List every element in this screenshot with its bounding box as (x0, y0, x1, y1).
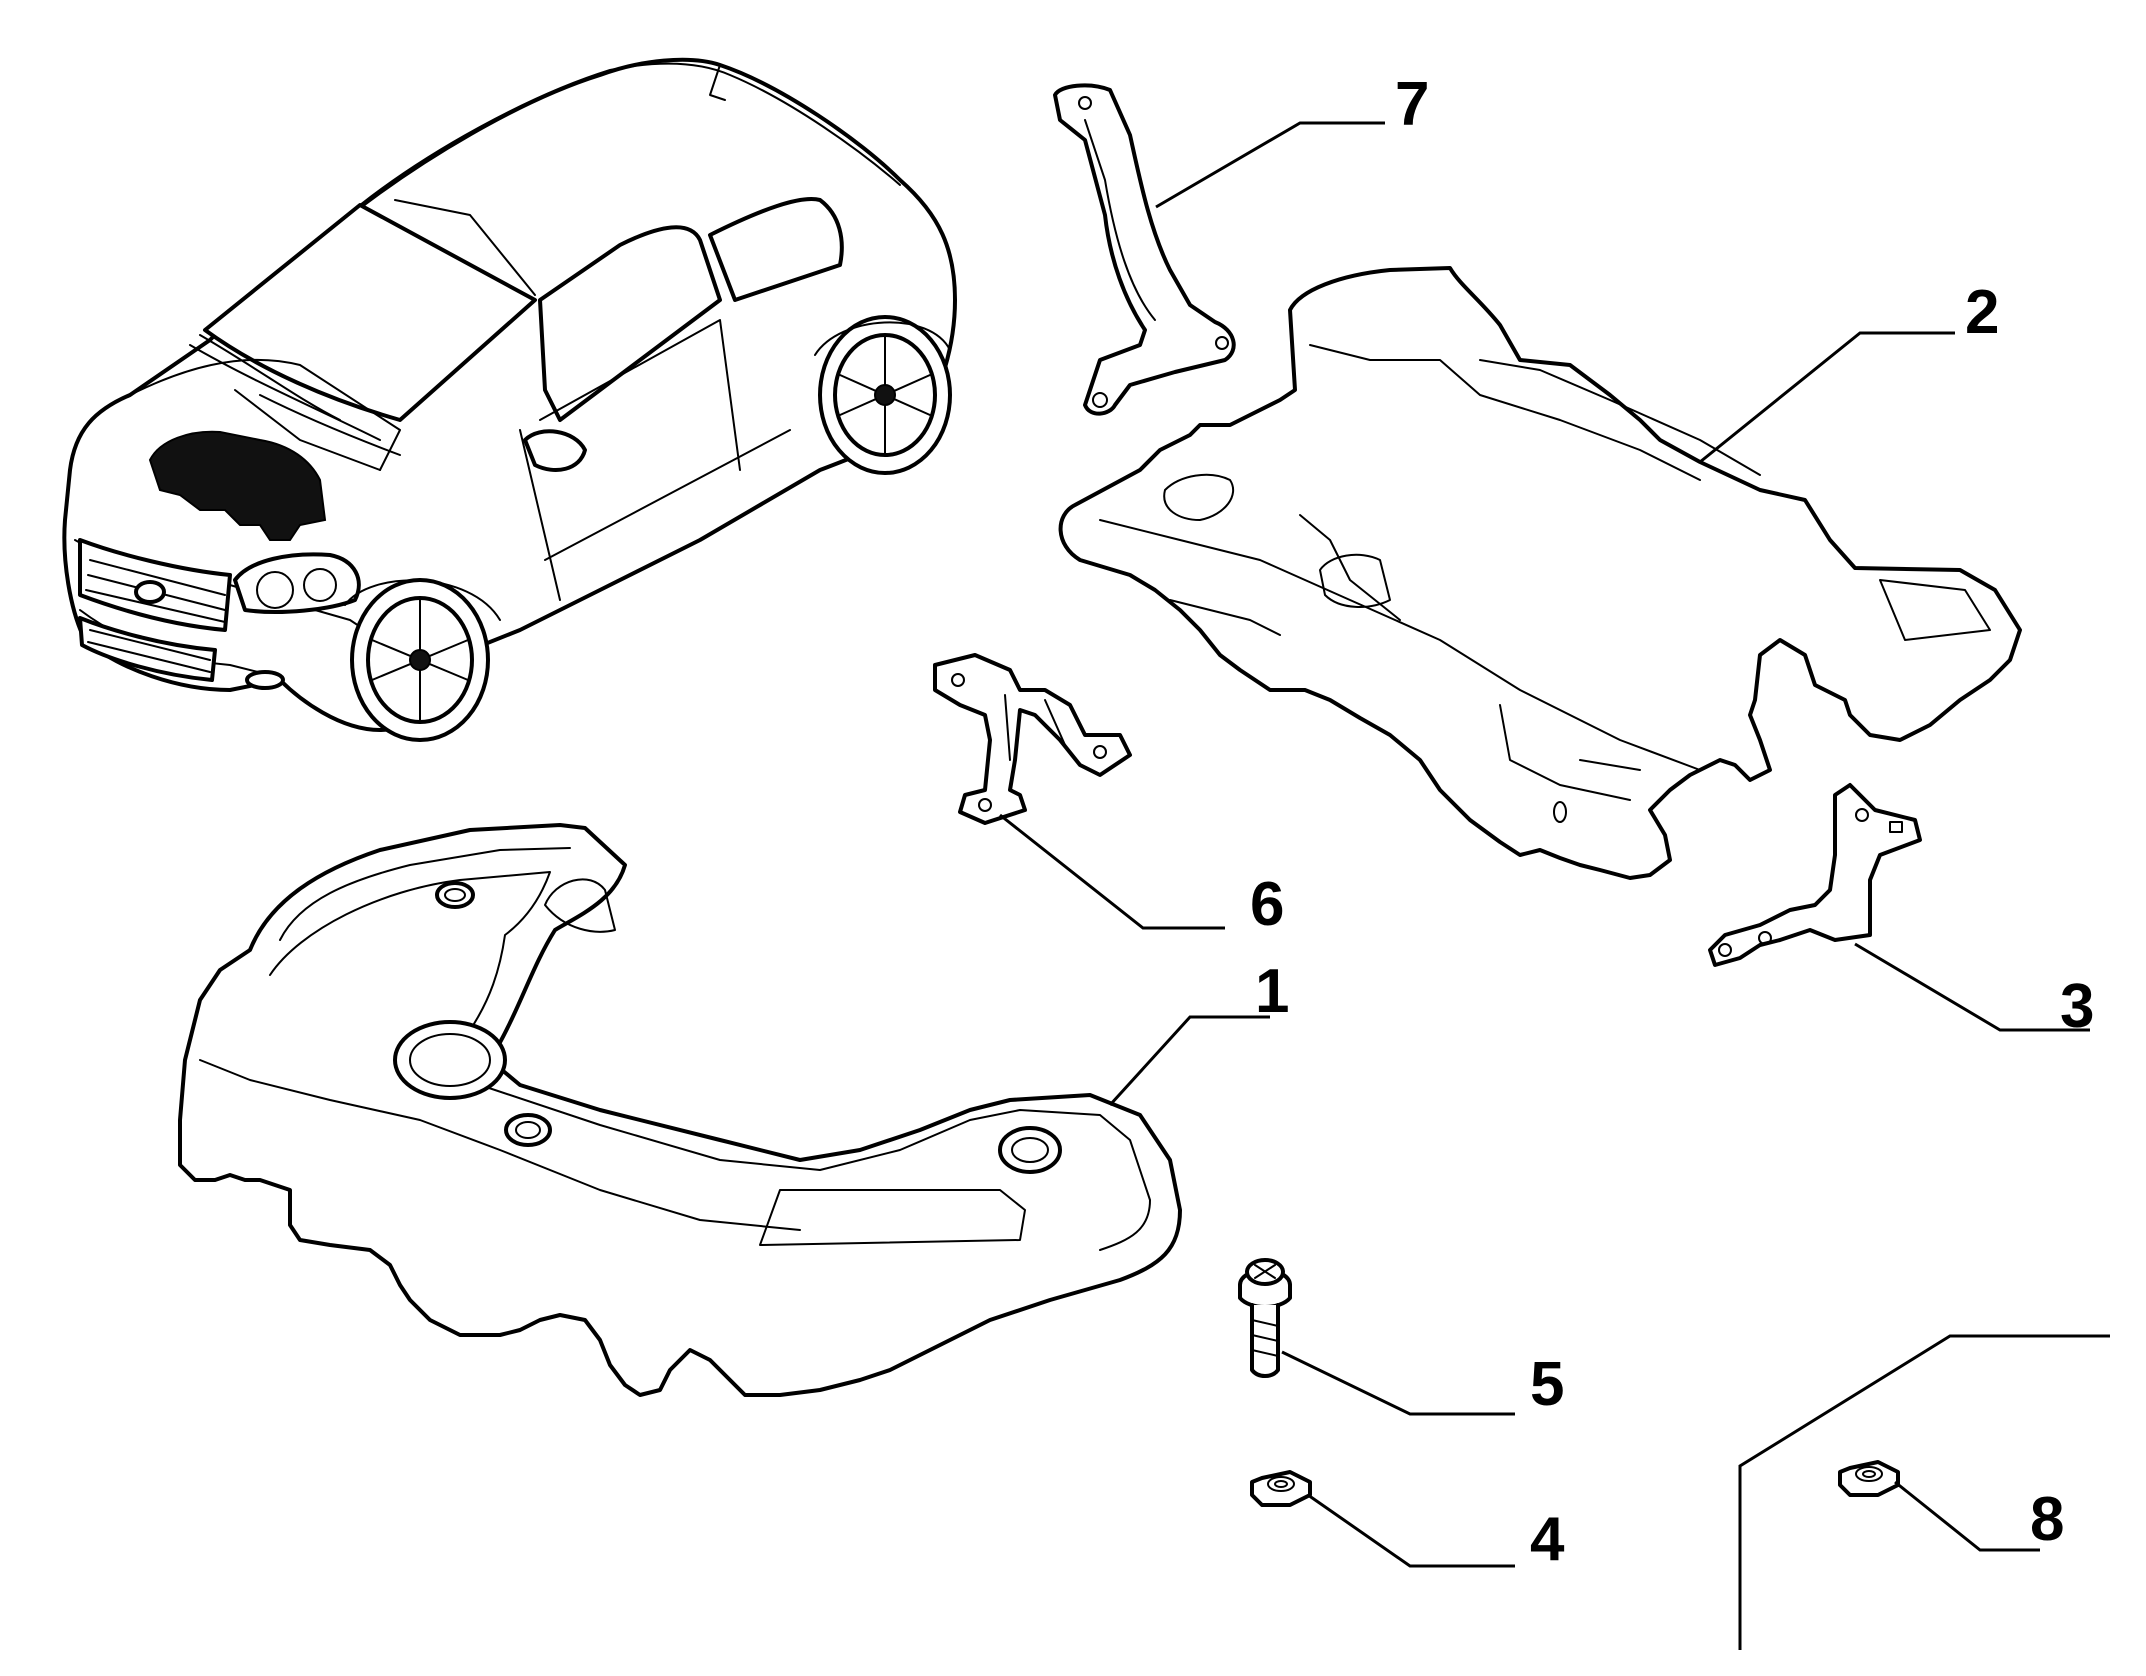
part-6-u-bracket (933, 653, 1132, 825)
callout-2: 2 (1965, 278, 1999, 347)
part-2-heat-shield (1058, 266, 2022, 880)
callout-6: 6 (1250, 870, 1284, 939)
part-7-curved-bracket (1053, 83, 1236, 416)
part-3-small-bracket (1708, 783, 1922, 967)
callout-1: 1 (1255, 957, 1289, 1026)
leader-line-6 (999, 813, 1225, 930)
callout-3: 3 (2060, 972, 2094, 1041)
car-illustration (62, 57, 957, 742)
part-8-nut (1838, 1460, 1900, 1497)
callout-5: 5 (1530, 1350, 1564, 1419)
leader-line-5 (1281, 1350, 1515, 1416)
part-5-bolt (1238, 1258, 1292, 1378)
leader-line-2 (1699, 331, 1955, 464)
section-separator (1738, 1334, 2110, 1650)
leader-line-4 (1307, 1493, 1515, 1568)
leader-line-1 (1108, 1015, 1270, 1107)
leader-line-3 (1854, 942, 2090, 1032)
part-4-nut (1250, 1470, 1312, 1507)
leader-line-8 (1894, 1480, 2040, 1552)
callout-7: 7 (1395, 70, 1429, 139)
leader-line-7 (1155, 121, 1385, 209)
part-1-engine-cover (178, 823, 1182, 1397)
callout-8: 8 (2030, 1485, 2064, 1554)
callout-4: 4 (1530, 1505, 1565, 1574)
